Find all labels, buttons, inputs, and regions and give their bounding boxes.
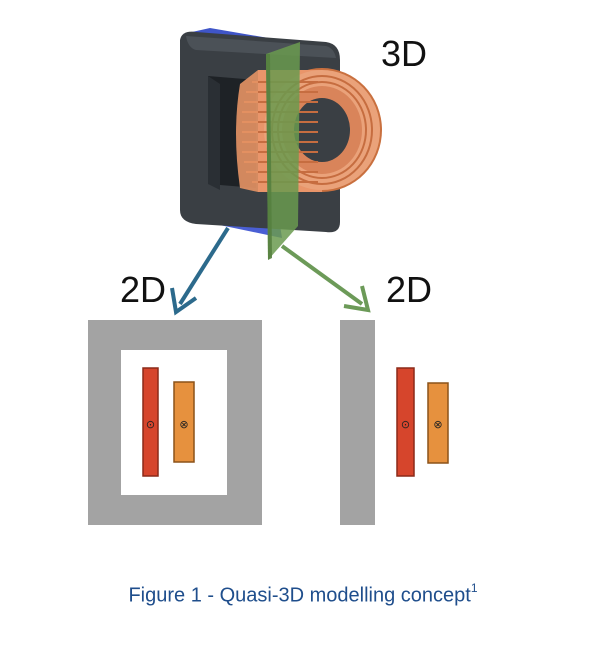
conductor-in-right (427, 382, 449, 464)
current-out-symbol-right: ⊙ (401, 418, 410, 431)
current-out-symbol-left: ⊙ (146, 418, 155, 431)
current-in-symbol-right: ⊗ (433, 418, 442, 431)
projection-arrow-right (280, 244, 371, 313)
cross-section-2d-left: ⊙ ⊗ (88, 320, 262, 525)
label-3d: 3D (381, 33, 427, 74)
label-2d-right: 2D (386, 269, 432, 310)
current-in-symbol-left: ⊗ (179, 418, 188, 431)
label-2d-left: 2D (120, 269, 166, 310)
cut-plane-3d-edge (266, 54, 272, 260)
core-2d-leg (340, 320, 375, 525)
conductor-in-left (173, 381, 195, 463)
conductor-out-left (142, 367, 159, 477)
projection-arrow-left (170, 226, 230, 316)
core-3d-window-shade (208, 76, 220, 190)
transformer-3d-model (180, 28, 382, 260)
cross-section-2d-right: ⊙ ⊗ (340, 320, 449, 525)
caption-footnote-ref: 1 (470, 581, 478, 595)
coil-3d-winding (236, 68, 382, 192)
figure-caption: Figure 1 - Quasi-3D modelling concept1 (0, 581, 606, 608)
conductor-out-right (396, 367, 415, 477)
caption-text: Figure 1 - Quasi-3D modelling concept (128, 584, 471, 607)
cut-plane-3d (266, 42, 300, 260)
